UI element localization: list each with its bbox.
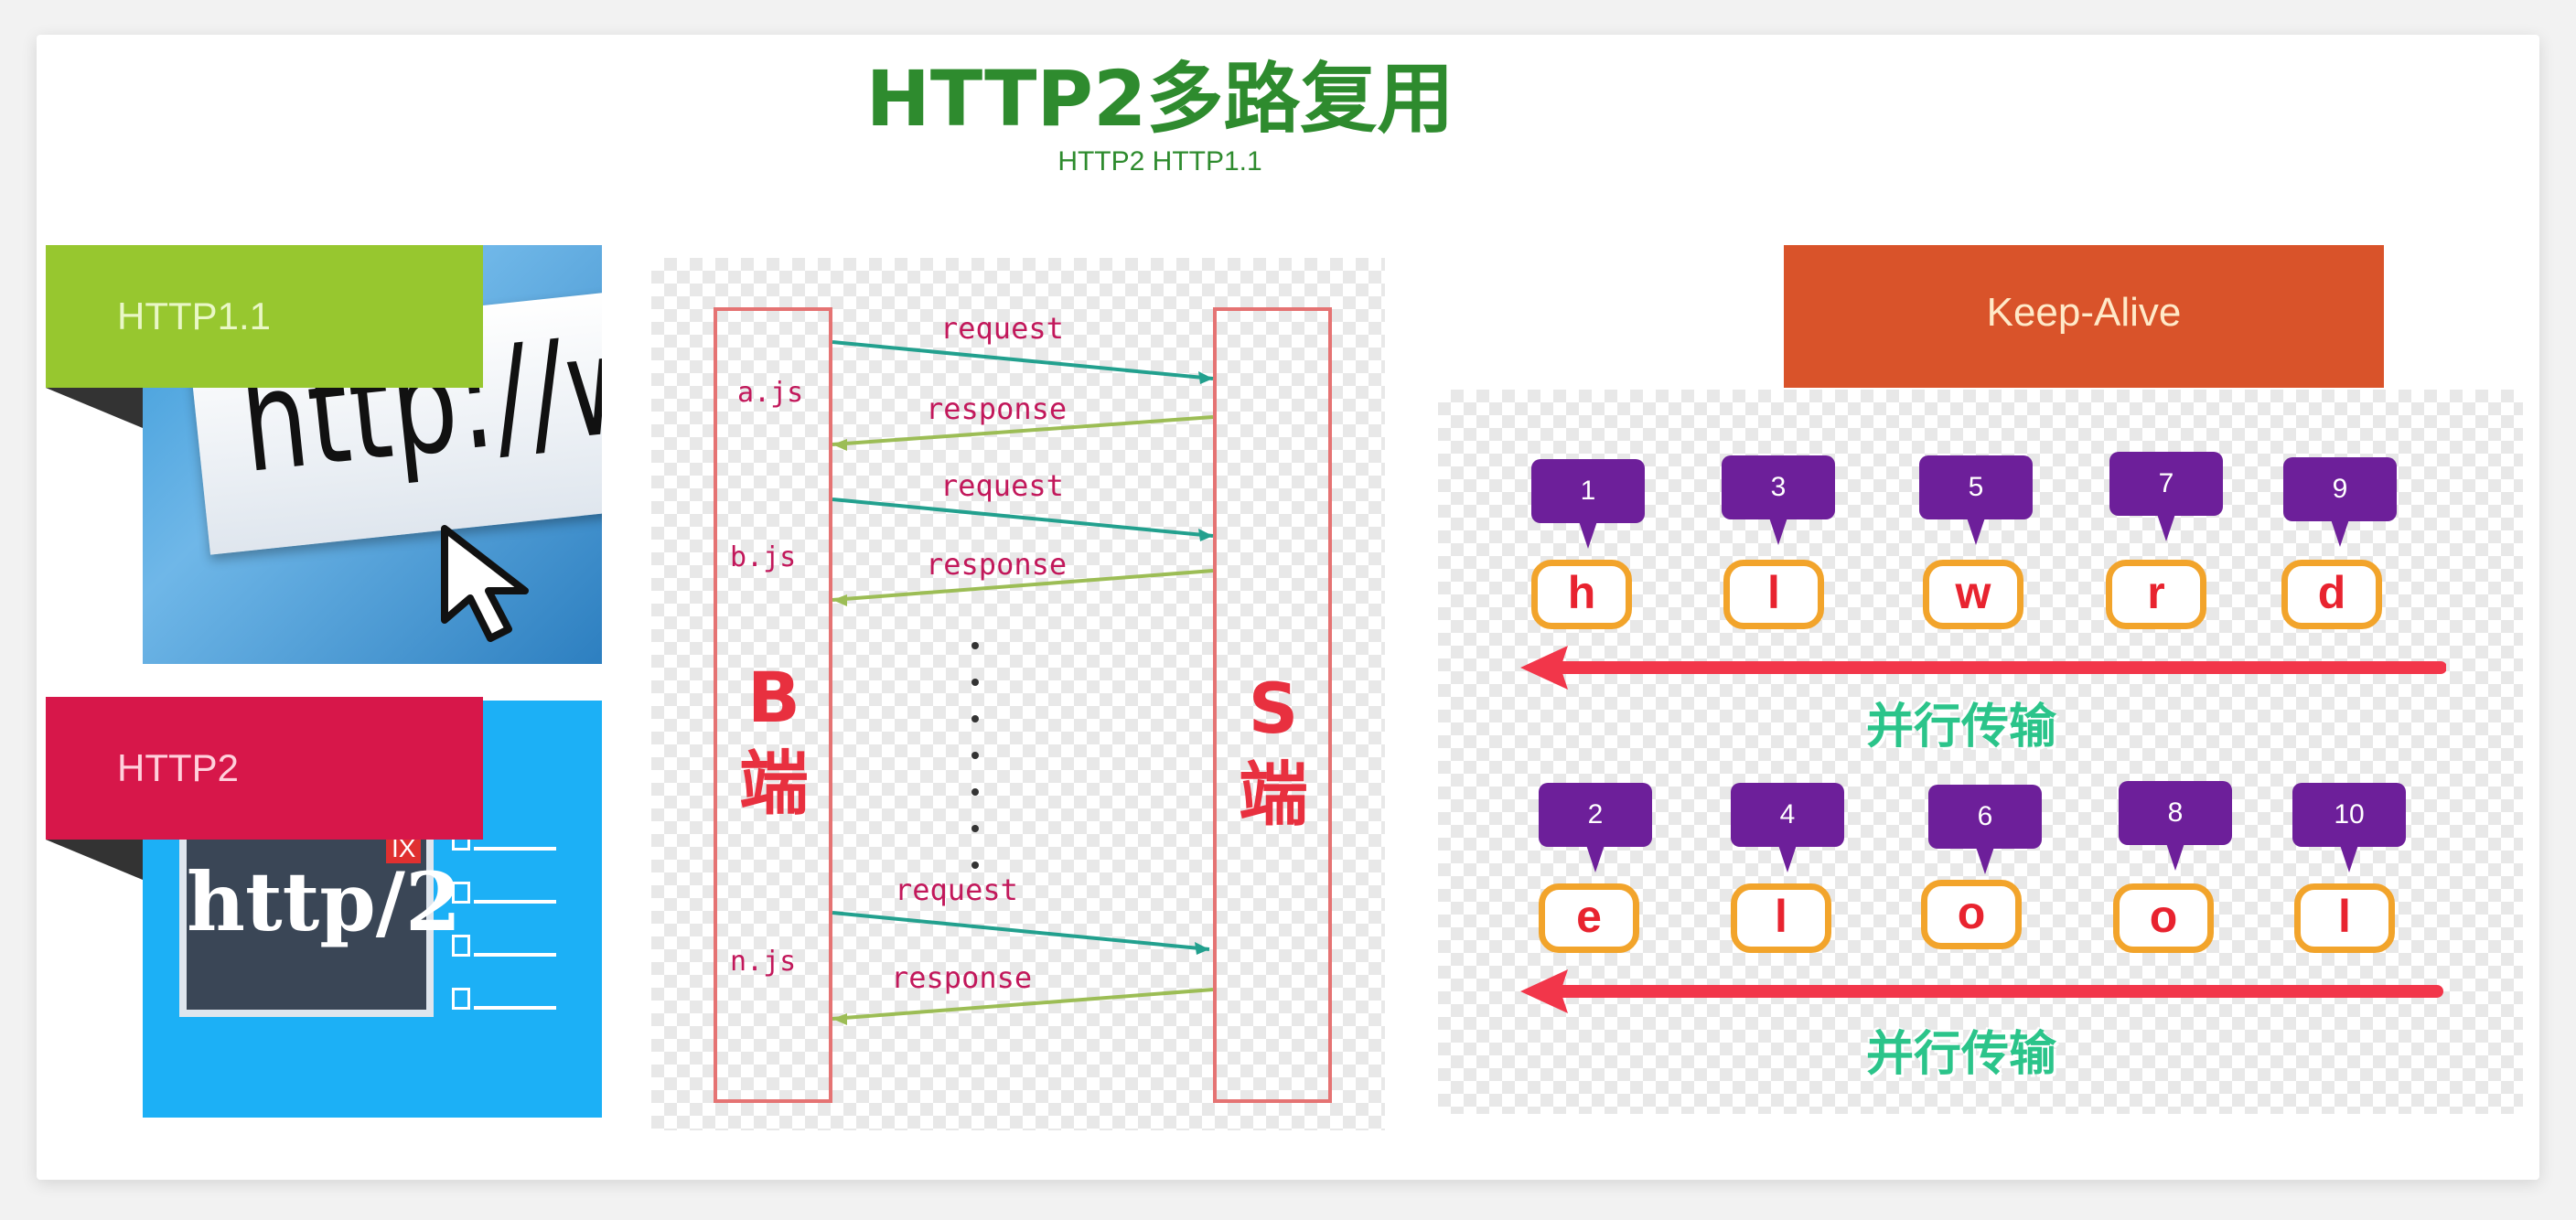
client-lane (714, 307, 832, 1103)
request-arrow-3 (832, 911, 1210, 951)
seq-bubble: 6 (1928, 785, 2042, 874)
response-arrow-2 (832, 569, 1214, 602)
server-lane (1213, 307, 1332, 1103)
slide-subtitle: HTTP2 HTTP1.1 (1057, 146, 1262, 177)
response-label-3: response (891, 960, 1033, 995)
char-box: h (1531, 560, 1632, 629)
char-box: l (1731, 883, 1831, 953)
file-label-n: n.js (730, 946, 797, 978)
ribbon-fold-http11 (46, 388, 143, 428)
file-label-a: a.js (737, 377, 804, 409)
parallel-label-2: 并行传输 (1866, 1027, 2057, 1082)
char-box: w (1923, 560, 2023, 629)
response-arrow-1 (832, 415, 1214, 446)
seq-bubble: 10 (2292, 783, 2406, 872)
server-label: S 端 (1239, 668, 1308, 835)
seq-bubble: 8 (2119, 781, 2232, 871)
sequence-diagram: request response request response reques… (651, 258, 1385, 1130)
request-arrow-2 (832, 498, 1214, 538)
slide-title: HTTP2多路复用 (865, 54, 1454, 144)
request-arrow-1 (832, 340, 1214, 380)
response-arrow-3 (832, 988, 1214, 1021)
char-box: r (2106, 560, 2206, 629)
response-label-1: response (926, 391, 1068, 426)
char-box: o (1921, 880, 2022, 949)
http2-screen-text: http/2 (187, 854, 462, 949)
parallel-transfer-panel: 1 3 5 7 9 h l w r d 并行传输 2 4 6 8 10 e l … (1438, 390, 2523, 1114)
char-box: e (1539, 883, 1639, 953)
char-box: o (2113, 883, 2214, 953)
seq-bubble: 3 (1722, 455, 1835, 545)
ribbon-fold-http2 (46, 840, 143, 880)
seq-bubble: 1 (1531, 459, 1645, 549)
seq-bubble: 2 (1539, 783, 1652, 872)
response-label-2: response (926, 547, 1068, 582)
parallel-label-1: 并行传输 (1866, 700, 2057, 754)
char-box: d (2281, 560, 2382, 629)
seq-bubble: 4 (1731, 783, 1844, 872)
request-label-1: request (940, 311, 1064, 346)
seq-bubble: 5 (1919, 455, 2033, 545)
request-label-3: request (895, 872, 1018, 907)
arrow-left-icon (1520, 646, 2446, 690)
file-label-b: b.js (730, 541, 797, 573)
cursor-icon (441, 525, 529, 642)
char-box: l (2294, 883, 2395, 953)
seq-bubble: 7 (2109, 452, 2223, 541)
arrow-left-icon (1520, 969, 2443, 1013)
char-box: l (1723, 560, 1824, 629)
http11-ribbon: HTTP1.1 (46, 245, 483, 388)
http2-ribbon: HTTP2 (46, 697, 483, 840)
keepalive-box: Keep-Alive (1784, 245, 2384, 388)
request-label-2: request (940, 468, 1064, 503)
client-label: B 端 (739, 657, 809, 824)
seq-bubble: 9 (2283, 457, 2397, 547)
